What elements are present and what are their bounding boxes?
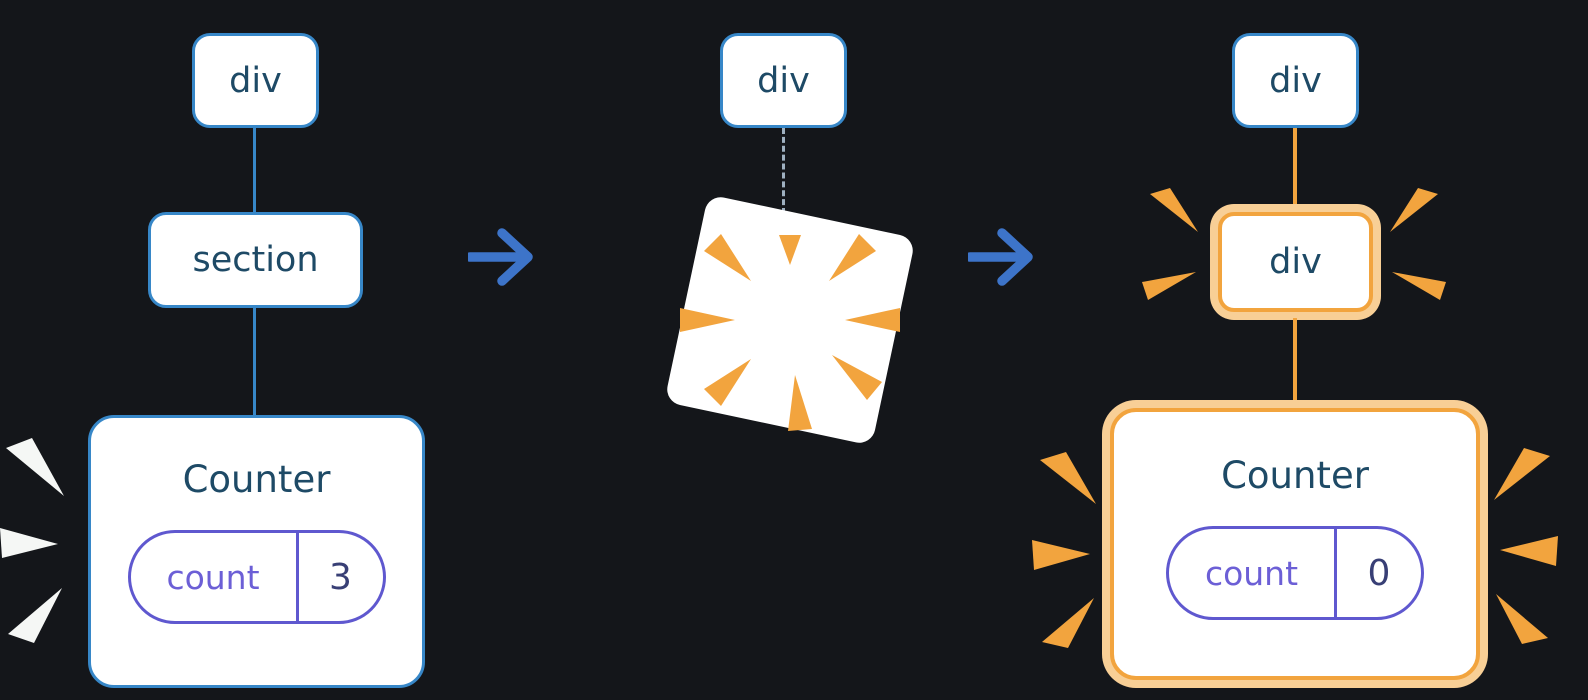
- before-counter-title: Counter: [182, 458, 331, 501]
- after-root-node: div: [1232, 33, 1359, 128]
- spark-burst-icon: [1494, 448, 1558, 644]
- during-root-node: div: [720, 33, 847, 128]
- after-root-label: div: [1269, 60, 1322, 101]
- after-counter-card-new: Counter count 0: [1110, 408, 1480, 680]
- after-state-key: count: [1204, 553, 1299, 593]
- after-state-pill: count 0: [1166, 526, 1424, 620]
- during-root-label: div: [757, 60, 810, 101]
- before-root-node: div: [192, 33, 319, 128]
- after-counter-title: Counter: [1221, 454, 1369, 497]
- tree-edge-new: [1293, 318, 1297, 400]
- tree-edge-new: [1293, 128, 1297, 204]
- tree-edge: [253, 128, 256, 212]
- white-spark-burst-icon: [0, 438, 64, 643]
- spark-burst-icon: [1142, 188, 1198, 300]
- spark-burst-icon: [1390, 188, 1446, 300]
- before-child-node: section: [148, 212, 363, 308]
- before-child-label: section: [192, 240, 319, 280]
- after-state-value: 0: [1367, 552, 1391, 594]
- after-child-label: div: [1269, 242, 1322, 282]
- pill-divider: [1334, 529, 1337, 617]
- before-state-pill: count 3: [127, 530, 386, 624]
- poof-explosion-icon: [667, 197, 913, 443]
- before-state-value: 3: [329, 556, 352, 598]
- before-state-key: count: [166, 557, 260, 597]
- right-arrow-icon: [968, 228, 1033, 286]
- tree-edge: [253, 308, 256, 415]
- after-child-node-new: div: [1218, 212, 1373, 312]
- detached-tree-edge: [782, 128, 785, 214]
- pill-divider: [295, 533, 299, 621]
- spark-burst-icon: [1032, 452, 1096, 648]
- before-root-label: div: [229, 60, 282, 101]
- right-arrow-icon: [468, 228, 533, 286]
- before-counter-card: Counter count 3: [88, 415, 425, 688]
